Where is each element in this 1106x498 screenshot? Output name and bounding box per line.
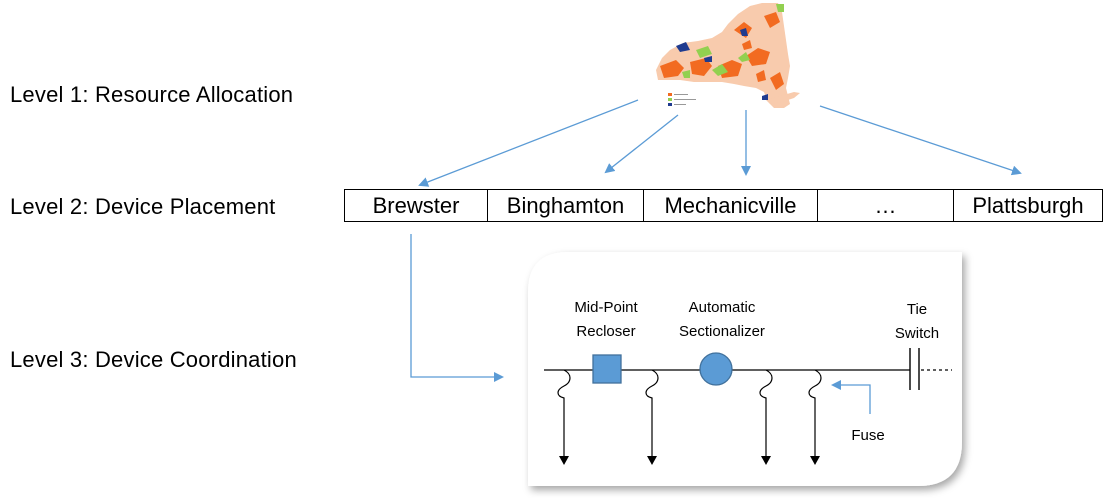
sectionalizer-label-line2: Sectionalizer: [679, 323, 765, 340]
city-cell-plattsburgh: Plattsburgh: [972, 192, 1084, 218]
arrow-to-brewster: [418, 99, 639, 187]
recloser-label-line2: Recloser: [576, 323, 635, 340]
level-1-label: Level 1: Resource Allocation: [10, 82, 294, 107]
city-cell-brewster: Brewster: [345, 190, 488, 221]
arrow-brewster-to-circuit: [410, 234, 504, 382]
sectionalizer-circle: [699, 352, 733, 386]
city-cell-binghamton: Binghamton: [488, 190, 644, 221]
level-3-label: Level 3: Device Coordination: [10, 347, 297, 372]
level-2-label: Level 2: Device Placement: [10, 194, 276, 219]
recloser-label-line1: Mid-Point: [574, 299, 638, 316]
sectionalizer-label-line1: Automatic: [689, 299, 756, 316]
fuse-tap-1: [557, 369, 571, 465]
arrow-to-plattsburgh: [819, 105, 1022, 176]
city-row: Brewster Binghamton Mechanicville … Plat…: [344, 189, 1103, 222]
city-cell-ellipsis: …: [818, 190, 954, 221]
fuse-tap-2: [645, 369, 659, 465]
fuse-tap-4: [808, 369, 822, 465]
tie-switch-label-line2: Switch: [895, 325, 939, 342]
tie-switch-label-line1: Tie: [907, 301, 927, 318]
arrow-to-binghamton: [604, 114, 679, 174]
recloser-square: [592, 354, 622, 384]
fuse-pointer-arrow: [831, 380, 871, 414]
circuit-panel: [528, 252, 962, 486]
new-york-map: [656, 3, 800, 108]
fuse-tap-3: [759, 369, 773, 465]
fuse-label: Fuse: [851, 427, 884, 444]
city-cell-mechanicville: Mechanicville: [644, 190, 818, 221]
